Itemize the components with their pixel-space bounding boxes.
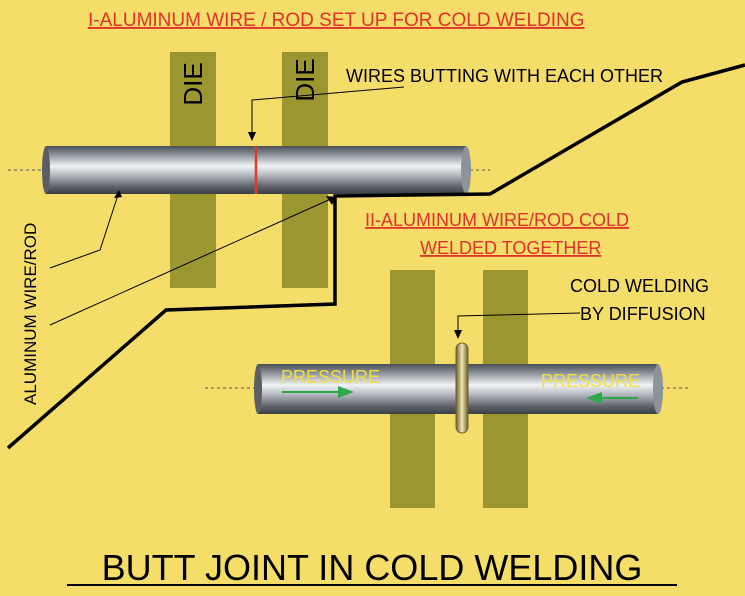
section-1-title: I-ALUMINUM WIRE / ROD SET UP FOR COLD WE…	[88, 10, 585, 31]
butting-label: WIRES BUTTING WITH EACH OTHER	[346, 66, 663, 86]
main-title: BUTT JOINT IN COLD WELDING	[102, 547, 643, 588]
section-2-title-line2: WELDED TOGETHER	[420, 238, 601, 258]
wire-rod-label: ALUMINUM WIRE/ROD	[21, 223, 40, 405]
pressure-arrow-right-pointing	[282, 386, 354, 398]
section-2-title-line1: II-ALUMINUM WIRE/ROD COLD	[365, 210, 629, 230]
wire-rod-leader-1	[49, 194, 119, 269]
section-divider-line	[6, 63, 745, 450]
butting-leader-line	[251, 86, 405, 137]
pressure-label-left: PRESSURE	[281, 367, 380, 387]
pressure-label-right: PRESSURE	[541, 371, 640, 391]
weld-diffusion-ring	[455, 342, 469, 434]
pressure-arrow-left-pointing	[586, 392, 638, 404]
wire-rod-leader-2	[49, 197, 334, 326]
wire-rod-arrowhead-1	[114, 190, 122, 198]
diffusion-leader-line	[457, 312, 581, 333]
butting-arrowhead	[248, 132, 256, 141]
die-label-left: DIE	[178, 62, 208, 105]
diffusion-arrowhead	[454, 330, 462, 339]
diffusion-label-line2: BY DIFFUSION	[580, 304, 706, 324]
diffusion-label-line1: COLD WELDING	[570, 276, 709, 296]
